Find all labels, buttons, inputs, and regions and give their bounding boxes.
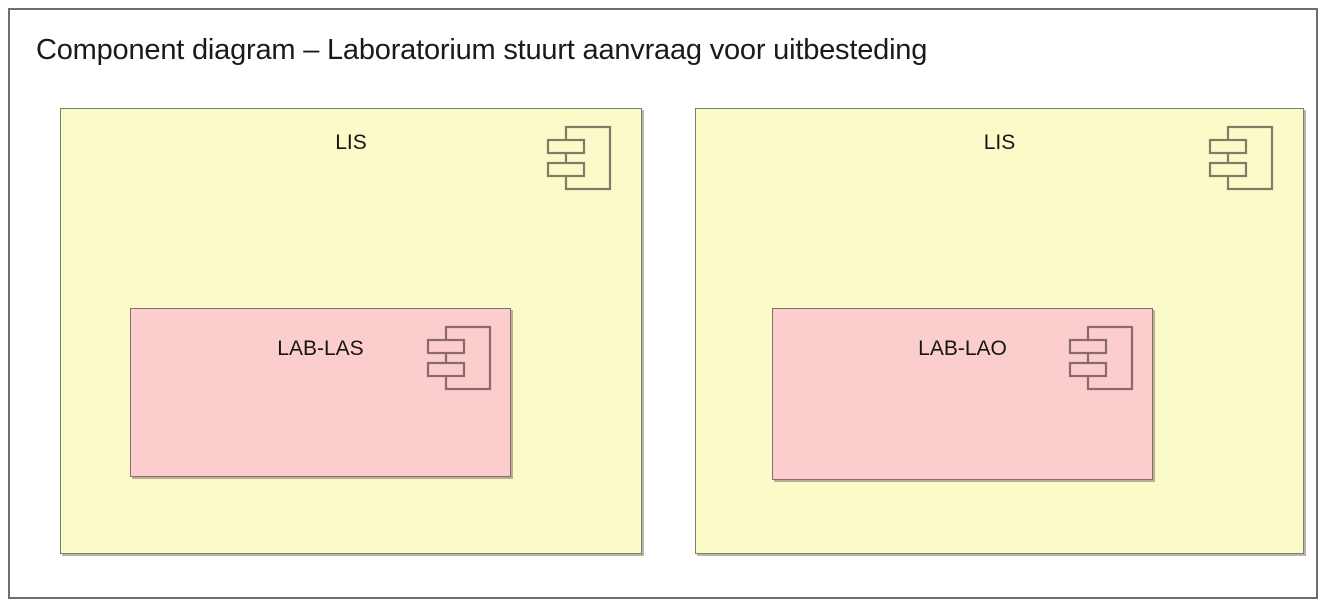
uml-component-icon xyxy=(426,323,496,395)
component-lab-las[interactable]: LAB-LAS xyxy=(130,308,511,477)
uml-component-icon xyxy=(1068,323,1138,395)
component-lis-left[interactable]: LIS LAB-LAS xyxy=(60,108,642,554)
page-title: Component diagram – Laboratorium stuurt … xyxy=(36,34,928,66)
component-lab-lao[interactable]: LAB-LAO xyxy=(772,308,1153,480)
uml-component-icon xyxy=(1208,123,1278,195)
component-lis-right[interactable]: LIS LAB-LAO xyxy=(695,108,1304,554)
uml-component-icon xyxy=(546,123,616,195)
diagram-frame: Component diagram – Laboratorium stuurt … xyxy=(8,8,1318,599)
